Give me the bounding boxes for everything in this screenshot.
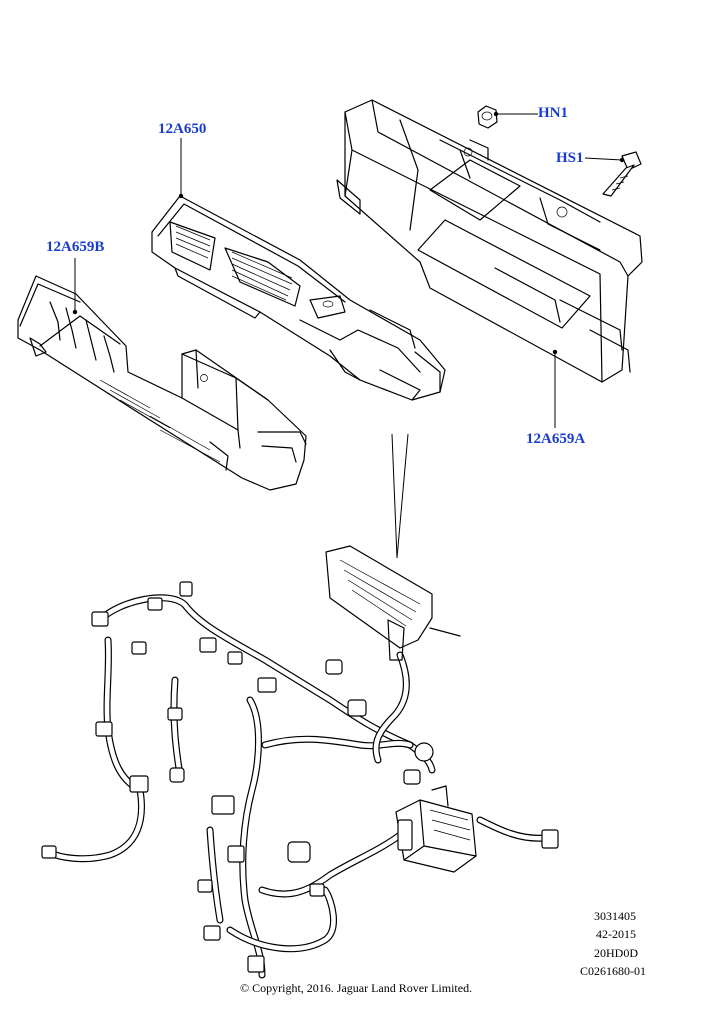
explode-lines	[391, 433, 409, 559]
module-12a650[interactable]	[151, 195, 446, 401]
callout-12a659b[interactable]: 12A659B	[46, 239, 105, 255]
callout-hs1[interactable]: HS1	[556, 150, 584, 166]
callout-12a659a[interactable]: 12A659A	[526, 431, 586, 447]
callout-12a650[interactable]: 12A650	[158, 121, 207, 137]
bracket-12a659b[interactable]	[17, 275, 307, 491]
illustration-number: 3031405	[594, 909, 636, 923]
drawing-id: C0261680-01	[580, 964, 646, 978]
bracket-12a659a[interactable]	[336, 99, 643, 383]
model-code: 20HD0D	[594, 946, 638, 960]
nut-hn1[interactable]	[477, 105, 498, 129]
callout-leaders	[72, 111, 625, 428]
bolt-hs1[interactable]	[602, 151, 642, 197]
callout-hn1[interactable]: HN1	[538, 105, 568, 121]
revision-date: 42-2015	[596, 927, 636, 941]
copyright-notice: © Copyright, 2016. Jaguar Land Rover Lim…	[240, 981, 473, 995]
wiring-harness[interactable]	[41, 545, 559, 979]
